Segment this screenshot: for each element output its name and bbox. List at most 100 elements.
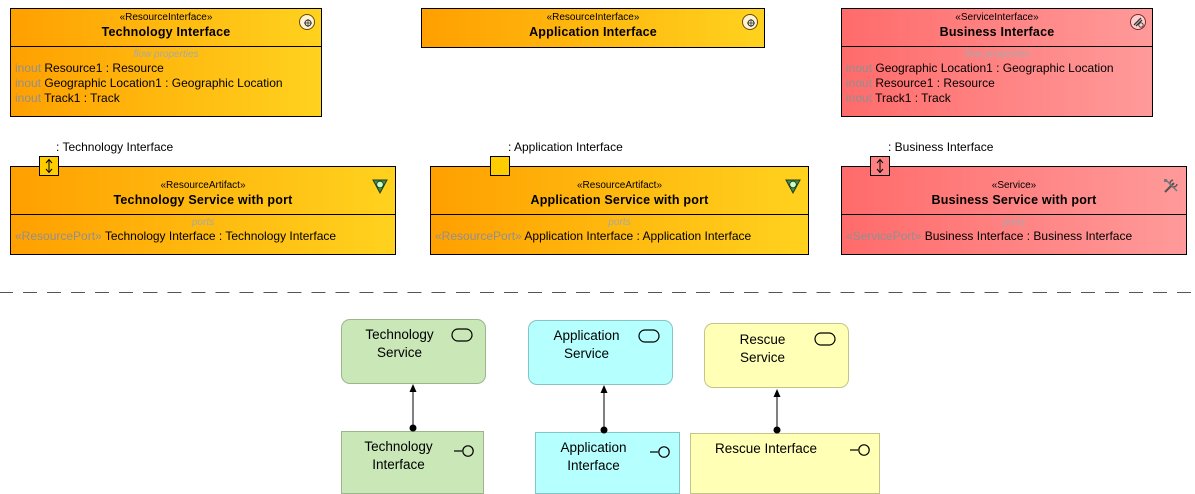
property-type: : Track [80,91,120,105]
business-service-block[interactable]: «Service» Business Service with port por… [841,166,1187,255]
stereotype-label: «ResourceInterface» [119,12,213,23]
property-name: Resource1 [44,61,103,75]
property-name: Resource1 [875,76,934,90]
port-text: Technology Interface : Technology Interf… [101,229,337,243]
element-label-line2: Interface [567,458,620,473]
business-interface-block[interactable]: «ServiceInterface» Business Interface fl… [841,8,1153,117]
property-type: : Geographic Location [161,76,283,90]
service-interface-icon [1130,14,1146,30]
compartment-title: flow properties [133,49,199,60]
direction-keyword: inout [846,91,873,105]
stereotype-label: «ServiceInterface» [955,12,1039,23]
technology-port[interactable] [39,156,59,176]
port-stereotype: «ResourcePort» [435,229,522,243]
element-label-line2: Service [739,350,785,365]
rescue-assignment-connector[interactable] [773,389,781,434]
application-port[interactable] [490,156,510,176]
flow-property[interactable]: inout Track1 : Track [11,91,321,106]
flow-property[interactable]: inout Geographic Location1 : Geographic … [842,61,1152,76]
service-icon [638,329,660,343]
block-name: Application Interface [529,25,657,39]
block-header: «ResourceInterface» Application Interfac… [422,9,764,47]
application-assignment-connector[interactable] [600,385,608,434]
property-type: : Geographic Location [992,61,1114,75]
flow-property[interactable]: inout Track1 : Track [842,91,1152,106]
element-label-line1: Technology [364,439,433,454]
port-text: Application Interface : Application Inte… [521,229,752,243]
port-property[interactable]: «ResourcePort» Application Interface : A… [431,229,808,244]
technology-interface-block[interactable]: «ResourceInterface» Technology Interface… [10,8,322,117]
property-name: Track1 [875,91,912,105]
port-stereotype: «ResourcePort» [15,229,102,243]
direction-keyword: inout [846,76,873,90]
compartment-title: ports [608,217,631,228]
block-name: Technology Interface [101,25,231,39]
property-name: Geographic Location1 [875,61,993,75]
direction-keyword: inout [15,76,42,90]
service-icon [451,328,473,342]
port-stereotype: «ServicePort» [846,229,922,243]
bidirectional-arrow-icon [876,158,884,174]
port-property[interactable]: «ResourcePort» Technology Interface : Te… [11,229,395,244]
resource-artifact-icon [372,179,388,195]
interface-icon [454,445,474,457]
element-label-line1: Application [553,328,620,343]
element-label-line1: Technology [365,327,434,342]
interface-icon [650,446,670,458]
tools-icon [1164,179,1178,193]
block-name: Business Interface [939,25,1055,39]
business-port[interactable] [870,156,890,176]
block-header: «ResourceInterface» Technology Interface [11,9,321,47]
element-label-line2: Service [376,345,422,360]
stereotype-label: «ResourceArtifact» [160,180,246,191]
technology-assignment-connector[interactable] [409,384,417,432]
compartment-title: ports [191,217,215,228]
element-label-line1: Rescue [739,332,786,347]
direction-keyword: inout [15,91,42,105]
resource-artifact-icon [785,179,801,195]
compartment-title: flow properties [964,49,1030,60]
element-label-line1: Rescue Interface [714,441,818,456]
interface-icon [850,444,870,456]
port-label-application: : Application Interface [508,140,623,154]
port-label-business: : Business Interface [888,140,994,154]
element-label-line2: Interface [372,457,425,472]
application-service-block[interactable]: «ResourceArtifact» Application Service w… [430,166,809,255]
technology-service-block[interactable]: «ResourceArtifact» Technology Service wi… [10,166,396,255]
property-type: : Resource [102,61,164,75]
resource-interface-icon [299,14,315,30]
flow-property[interactable]: inout Geographic Location1 : Geographic … [11,76,321,91]
compartment-title: ports [1002,217,1026,228]
flow-property[interactable]: inout Resource1 : Resource [11,61,321,76]
service-icon [814,332,836,346]
stereotype-label: «ResourceArtifact» [576,180,663,191]
element-label-line2: Service [563,346,609,361]
flow-property[interactable]: inout Resource1 : Resource [842,76,1152,91]
application-interface-block[interactable]: «ResourceInterface» Application Interfac… [421,8,765,48]
port-label-technology: : Technology Interface [56,140,174,154]
block-name: Business Service with port [931,193,1097,207]
block-header: «ServiceInterface» Business Interface [842,9,1152,47]
element-label-line1: Application [560,440,627,455]
property-name: Track1 [44,91,81,105]
block-name: Application Service with port [530,193,709,207]
direction-keyword: inout [846,61,873,75]
stereotype-label: «Service» [991,180,1037,191]
diagram-divider [0,292,1195,293]
property-type: : Track [911,91,951,105]
bidirectional-arrow-icon [45,158,53,174]
block-header: «Service» Business Service with port [842,167,1186,215]
port-property[interactable]: «ServicePort» Business Interface : Busin… [842,229,1186,244]
block-name: Technology Service with port [113,193,293,207]
rescue-interface-element[interactable]: Rescue Interface [690,433,880,494]
block-header: «ResourceArtifact» Technology Service wi… [11,167,395,215]
property-type: : Resource [933,76,995,90]
property-name: Geographic Location1 [44,76,162,90]
resource-interface-icon [742,14,758,30]
